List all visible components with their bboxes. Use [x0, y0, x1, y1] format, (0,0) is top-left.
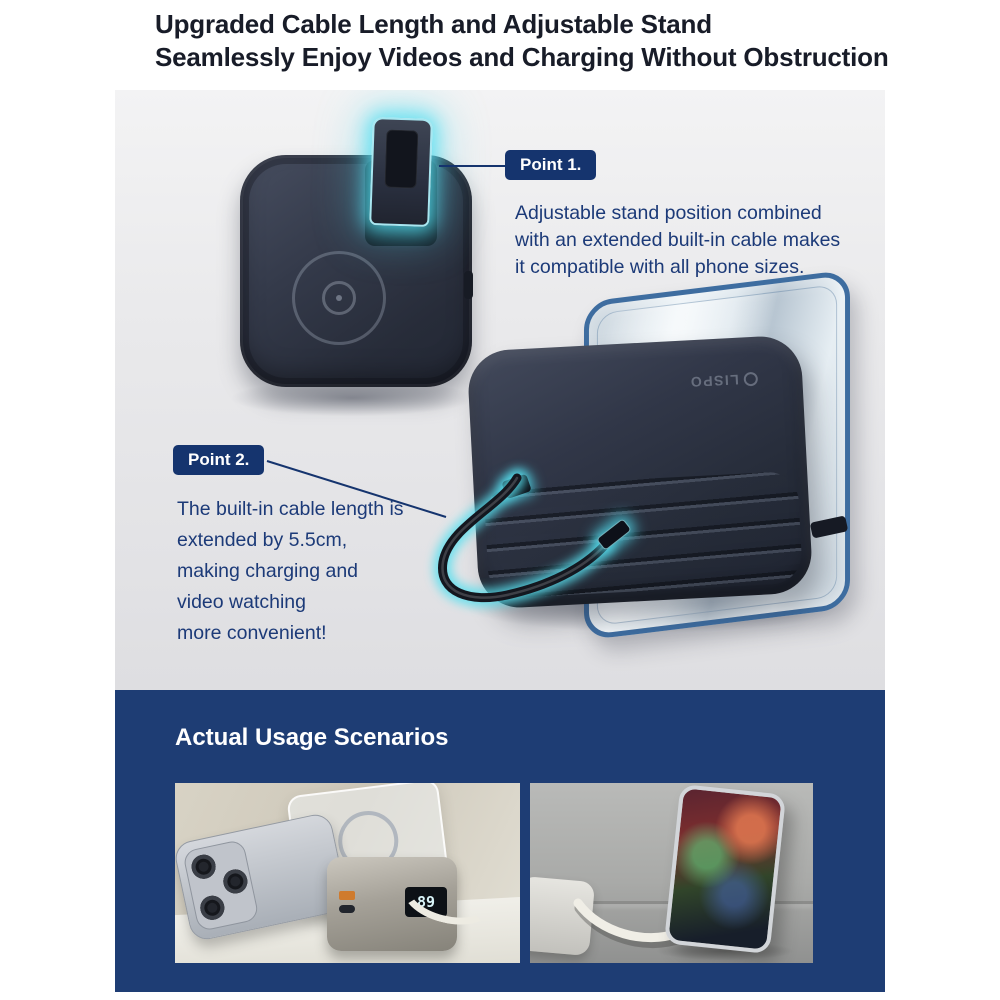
- point1-description: Adjustable stand position combined with …: [515, 200, 840, 281]
- point2-description-line: making charging and: [177, 560, 359, 582]
- headline: Upgraded Cable Length and Adjustable Sta…: [155, 8, 889, 74]
- usb-a-port: [339, 891, 355, 900]
- point2-description-line: video watching: [177, 591, 306, 613]
- camera-lens: [198, 893, 227, 923]
- logo-dot: [336, 295, 342, 301]
- brand-logo-icon: [322, 281, 356, 315]
- headline-line2: Seamlessly Enjoy Videos and Charging Wit…: [155, 42, 889, 72]
- phone-playing-video: [663, 783, 787, 955]
- cable-body: [438, 473, 610, 603]
- usage-photo-phone-on-couch: [530, 783, 813, 963]
- builtin-cable-glowing: [433, 469, 614, 607]
- cable-highlight: [441, 476, 607, 599]
- feature-photo-section: LISPO Point 1.: [115, 90, 885, 690]
- battery-display: 89: [405, 887, 447, 917]
- point1-description-line: it compatible with all phone sizes.: [515, 256, 805, 278]
- powerbank-front-photo: [215, 110, 505, 430]
- point2-badge: Point 2.: [173, 445, 265, 475]
- headline-line1: Upgraded Cable Length and Adjustable Sta…: [155, 9, 712, 39]
- cable-glow: [433, 469, 614, 607]
- point2-description-line: extended by 5.5cm,: [177, 529, 348, 551]
- power-button: [464, 271, 473, 299]
- point2-description: The built-in cable length is extended by…: [177, 494, 404, 649]
- camera-lens: [189, 852, 218, 881]
- stand-opening: [384, 129, 419, 189]
- powerbank-with-phone-photo: LISPO: [415, 269, 885, 685]
- powerbank-silver: 89: [327, 857, 457, 951]
- adjustable-stand-glowing: [369, 116, 433, 228]
- wireless-charging-ring: [292, 251, 386, 345]
- point1-description-line: Adjustable stand position combined: [515, 202, 822, 224]
- usage-photo-phone-on-stand: 89: [175, 783, 520, 963]
- point1-badge: Point 1.: [505, 150, 597, 180]
- point2-description-line: more convenient!: [177, 622, 327, 644]
- camera-lens: [221, 867, 250, 896]
- usage-heading: Actual Usage Scenarios: [175, 724, 449, 751]
- point2-description-line: The built-in cable length is: [177, 498, 404, 520]
- usage-section: Actual Usage Scenarios 89: [115, 690, 885, 992]
- usb-c-port: [339, 905, 355, 913]
- point1-description-line: with an extended built-in cable makes: [515, 229, 841, 251]
